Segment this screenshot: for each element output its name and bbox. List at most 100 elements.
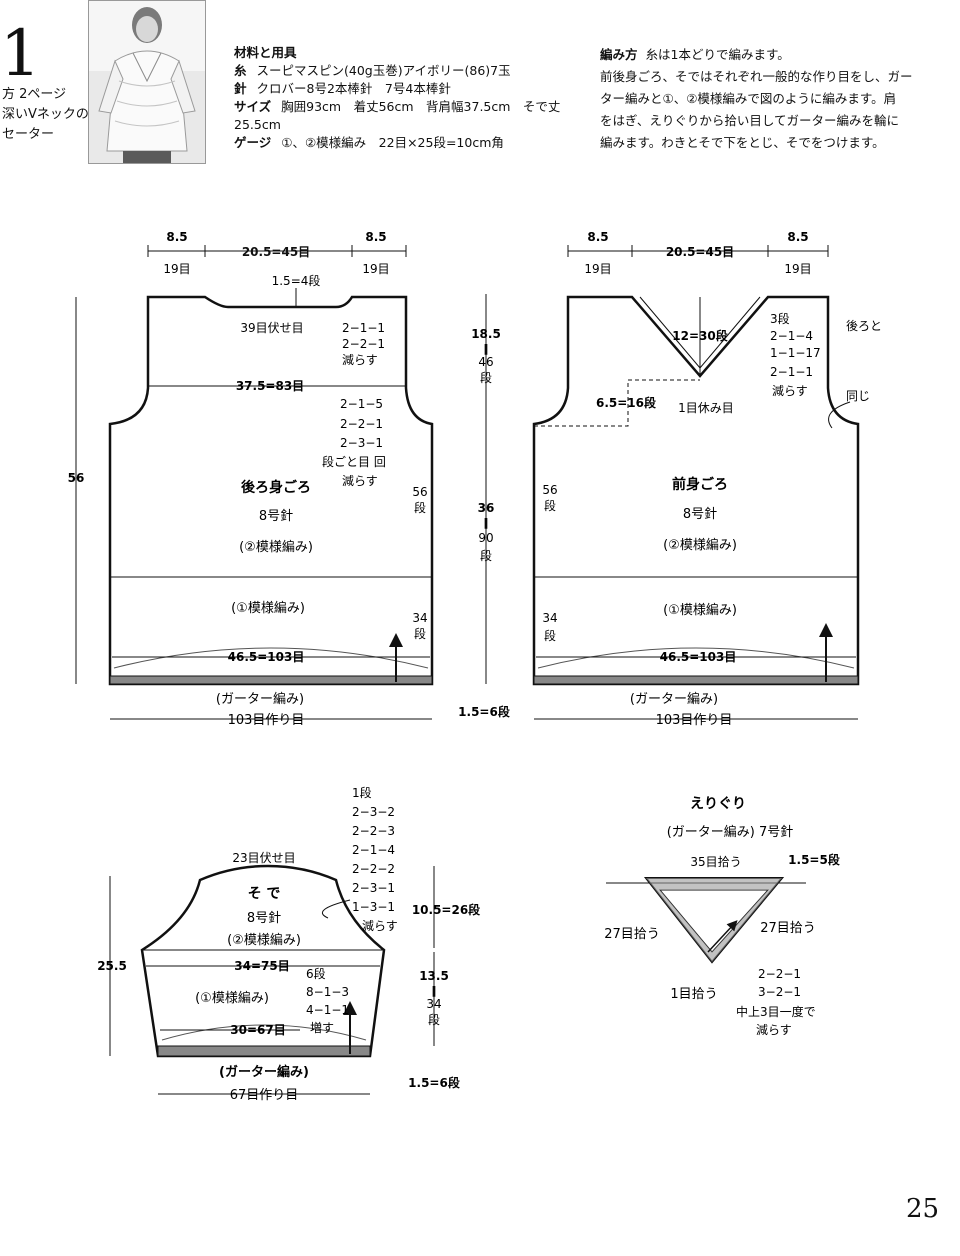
- sleeve-cap-decrease: 2−1−4: [352, 843, 395, 857]
- sleeve-cap-decrease: 2−2−3: [352, 824, 395, 838]
- back-rows-34: 段: [414, 626, 426, 641]
- caption-line-2: 深いVネックの: [2, 107, 89, 122]
- instructions-line: ター編みと①、②模様編みで図のように編みます。肩: [600, 91, 897, 106]
- sleeve-cap-height: 10.5=26段: [412, 902, 481, 917]
- back-rows-56: 56: [412, 485, 427, 499]
- sleeve-diagram: 23目伏せ目 そ で 8号針 (②模様編み) 1段 2−3−2 2−2−3 2−…: [97, 785, 481, 1103]
- instructions-line: 前後身ごろ、そではそれぞれ一般的な作り目をし、ガー: [600, 69, 913, 84]
- front-neck-width: 20.5=45目: [666, 245, 734, 259]
- back-neck-depth: 1.5=4段: [272, 273, 321, 288]
- sleeve-cap-decrease: 1−3−1: [352, 900, 395, 914]
- front-hem-width: 46.5=103目: [660, 650, 737, 664]
- neckband-rows: 1.5=5段: [788, 852, 841, 867]
- lower-height-rows: 90: [478, 531, 493, 545]
- front-v-depth: 12=30段: [672, 328, 728, 343]
- materials-label: サイズ: [234, 99, 272, 114]
- front-v-start: 6.5=16段: [596, 395, 657, 410]
- materials-text: クロバー8号2本棒針 7号4本棒針: [256, 81, 451, 96]
- front-garter-band: [533, 675, 859, 685]
- lower-height-sep: ‖: [483, 516, 489, 529]
- back-hem-width: 46.5=103目: [228, 650, 305, 664]
- pattern-number: 1: [0, 17, 41, 91]
- front-center-rest: 1目休み目: [678, 401, 734, 415]
- sleeve-cap-decrease: 2−2−2: [352, 862, 395, 876]
- materials-label: ゲージ: [234, 135, 272, 150]
- sleeve-cap-decrease: 減らす: [362, 918, 398, 933]
- neckband-decrease: 中上3目一度で: [736, 1004, 816, 1019]
- back-chest-width: 37.5=83目: [236, 379, 304, 393]
- neckband-inner: [658, 889, 770, 953]
- front-rows-56: 段: [544, 498, 556, 513]
- instructions-section: 編み方糸は1本どりで編みます。 前後身ごろ、そではそれぞれ一般的な作り目をし、ガ…: [600, 44, 930, 154]
- back-armhole-decrease: 2−3−1: [340, 436, 383, 450]
- front-v-decrease: 減らす: [772, 383, 808, 398]
- sleeve-needle: 8号針: [247, 911, 281, 926]
- materials-label: 針: [234, 81, 247, 96]
- back-shoulder-stitches-right: 19目: [362, 262, 389, 276]
- neckband-diagram: えりぐり (ガーター編み) 7号針 35目拾う 1.5=5段 27目拾う 27目…: [604, 796, 841, 1037]
- neckband-decrease: 減らす: [756, 1022, 792, 1037]
- back-shoulder-cm-right: 8.5: [365, 230, 386, 244]
- sleeve-lower-height-sep: ‖: [431, 984, 437, 997]
- instructions-line: 編みます。わきとそで下をとじ、そでをつけます。: [600, 135, 885, 150]
- sleeve-garter-band: [157, 1045, 371, 1057]
- back-neck-decrease: 2−2−1: [342, 337, 385, 351]
- back-rows-56: 段: [414, 500, 426, 515]
- sleeve-hem-curve: [161, 1024, 367, 1041]
- materials-row: サイズ胸囲93cm 着丈56cm 背肩幅37.5cm そで丈: [234, 98, 574, 116]
- back-hem-curve: [113, 647, 429, 669]
- sleeve-increase: 4−1−1: [306, 1003, 349, 1017]
- instructions-intro: 糸は1本どりで編みます。: [645, 47, 790, 62]
- sleeve-garter-rows: 1.5=6段: [408, 1075, 461, 1090]
- front-shoulder-stitches-right: 19目: [784, 262, 811, 276]
- front-v-decrease: 3段: [770, 311, 790, 326]
- materials-label: 糸: [234, 63, 247, 78]
- back-neck-decrease: 減らす: [342, 352, 378, 367]
- sleeve-lower-height-cm: 13.5: [419, 969, 449, 983]
- materials-section: 材料と用具 糸スーピマスピン(40g玉巻)アイボリー(86)7玉 針クロバー8号…: [234, 44, 574, 152]
- front-shoulder-cm-right: 8.5: [787, 230, 808, 244]
- sleeve-cap-leader: [322, 899, 351, 919]
- back-cast-on: 103目作り目: [228, 713, 305, 728]
- neckband-subtitle: (ガーター編み) 7号針: [667, 824, 794, 840]
- front-garter: (ガーター編み): [630, 691, 718, 707]
- sleeve-cap-decrease: 2−3−2: [352, 805, 395, 819]
- sleeve-cap-bindoff: 23目伏せ目: [232, 851, 295, 865]
- instructions-heading: 編み方: [600, 47, 638, 62]
- neckband-arrow: [707, 920, 738, 953]
- neckband-center-pick: 1目拾う: [670, 987, 717, 1002]
- front-rows-34: 34: [542, 611, 557, 625]
- back-pattern-2: (②模様編み): [239, 539, 313, 555]
- back-length: 56: [68, 471, 85, 485]
- front-body-outline: [532, 295, 860, 686]
- back-armhole-decrease: 段ごと目 回: [322, 454, 386, 469]
- back-neck-bindoff: 39目伏せ目: [240, 321, 303, 335]
- neckband-title: えりぐり: [690, 796, 746, 812]
- neckband-left-pick: 27目拾う: [604, 927, 660, 942]
- front-shoulder-cm: 8.5: [587, 230, 608, 244]
- front-cast-on: 103目作り目: [656, 713, 733, 728]
- sleeve-outline: [140, 864, 386, 1058]
- materials-text: 胸囲93cm 着丈56cm 背肩幅37.5cm そで丈: [281, 99, 561, 114]
- front-pattern-1: (①模様編み): [663, 602, 737, 618]
- front-hem-curve: [537, 647, 855, 669]
- lower-height-cm: 36: [478, 501, 495, 515]
- materials-row: 針クロバー8号2本棒針 7号4本棒針: [234, 80, 574, 98]
- materials-heading: 材料と用具: [234, 45, 297, 60]
- neckband-decrease: 2−2−1: [758, 967, 801, 981]
- sleeve-increase: 8−1−3: [306, 985, 349, 999]
- front-pattern-2: (②模様編み): [663, 537, 737, 553]
- back-shoulder-cm: 8.5: [166, 230, 187, 244]
- materials-row: 25.5cm: [234, 116, 574, 134]
- front-rows-34: 段: [544, 628, 556, 643]
- back-garter-band: [109, 675, 433, 685]
- materials-text: スーピマスピン(40g玉巻)アイボリー(86)7玉: [256, 63, 511, 78]
- back-neck-decrease: 2−1−1: [342, 321, 385, 335]
- front-same-as-back: 同じ: [846, 389, 870, 403]
- materials-row: 糸スーピマスピン(40g玉巻)アイボリー(86)7玉: [234, 62, 574, 80]
- back-armhole-decrease: 2−2−1: [340, 417, 383, 431]
- sleeve-length: 25.5: [97, 959, 127, 973]
- back-body-title: 後ろ身ごろ: [241, 479, 311, 496]
- sleeve-title: そ で: [248, 886, 281, 902]
- sleeve-pattern-2: (②模様編み): [227, 932, 301, 948]
